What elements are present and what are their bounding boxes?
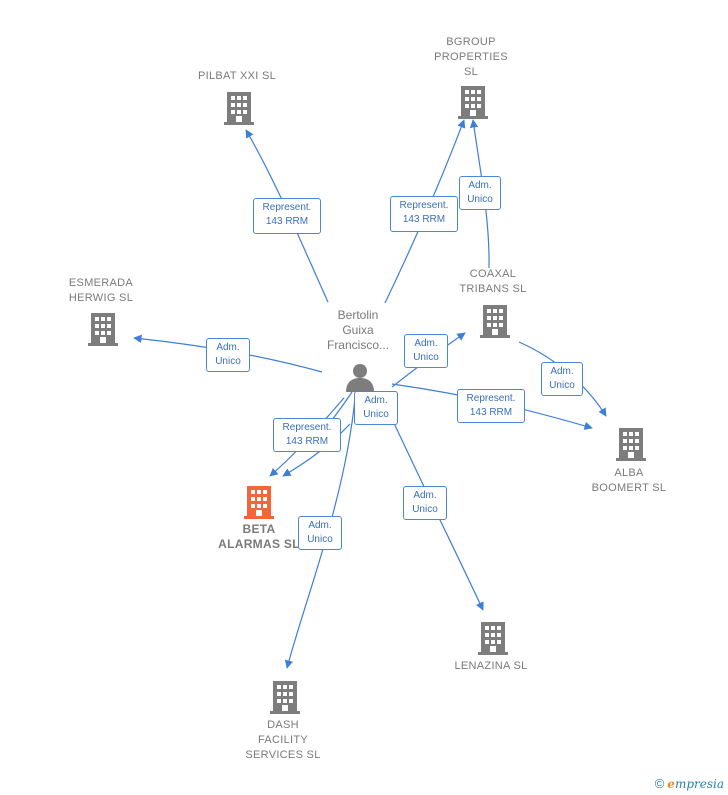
company-label-beta[interactable]: BETA ALARMAS SL [218,522,300,551]
building-icon-pilbat[interactable] [224,92,254,125]
edge-label-e9[interactable]: Adm. Unico [298,516,342,550]
building-icon-esmerada[interactable] [88,313,118,346]
edge-label-e11[interactable]: Adm. Unico [354,391,398,425]
edge-label-e4[interactable]: Adm. Unico [206,338,250,372]
person-icon[interactable] [346,364,374,392]
company-label-dash[interactable]: DASH FACILITY SERVICES SL [245,719,321,761]
company-label-bgroup[interactable]: BGROUP PROPERTIES SL [434,36,508,78]
edge-label-e1[interactable]: Represent. 143 RRM [253,198,321,234]
company-label-coaxal[interactable]: COAXAL TRIBANS SL [459,268,527,295]
brand-logo-text: mpresia [674,777,724,791]
nodes-layer [88,86,646,714]
building-icon-beta[interactable] [244,486,274,519]
company-label-alba[interactable]: ALBA BOOMERT SL [591,467,667,494]
edge-label-e8[interactable]: Represent. 143 RRM [273,418,341,452]
building-icon-alba[interactable] [616,428,646,461]
edge-label-e3[interactable]: Adm. Unico [459,176,501,210]
company-label-lenazina[interactable]: LENAZINA SL [454,660,528,672]
company-label-esmerada[interactable]: ESMERADA HERWIG SL [68,277,134,304]
brand-footer: ©empresia [655,776,724,791]
edge-label-e5[interactable]: Adm. Unico [404,334,448,368]
brand-logo-e: e [667,777,675,791]
building-icon-coaxal[interactable] [480,305,510,338]
edge-label-e10[interactable]: Adm. Unico [403,486,447,520]
building-icon-bgroup[interactable] [458,86,488,119]
edge-label-e6[interactable]: Adm. Unico [541,362,583,396]
company-label-pilbat[interactable]: PILBAT XXI SL [197,70,277,82]
building-icon-dash[interactable] [270,681,300,714]
edge-label-e7[interactable]: Represent. 143 RRM [457,389,525,423]
person-label[interactable]: Bertolin Guixa Francisco... [326,308,389,352]
copyright-icon: © [654,776,665,791]
building-icon-lenazina[interactable] [478,622,508,655]
edge-label-e2[interactable]: Represent. 143 RRM [390,196,458,232]
